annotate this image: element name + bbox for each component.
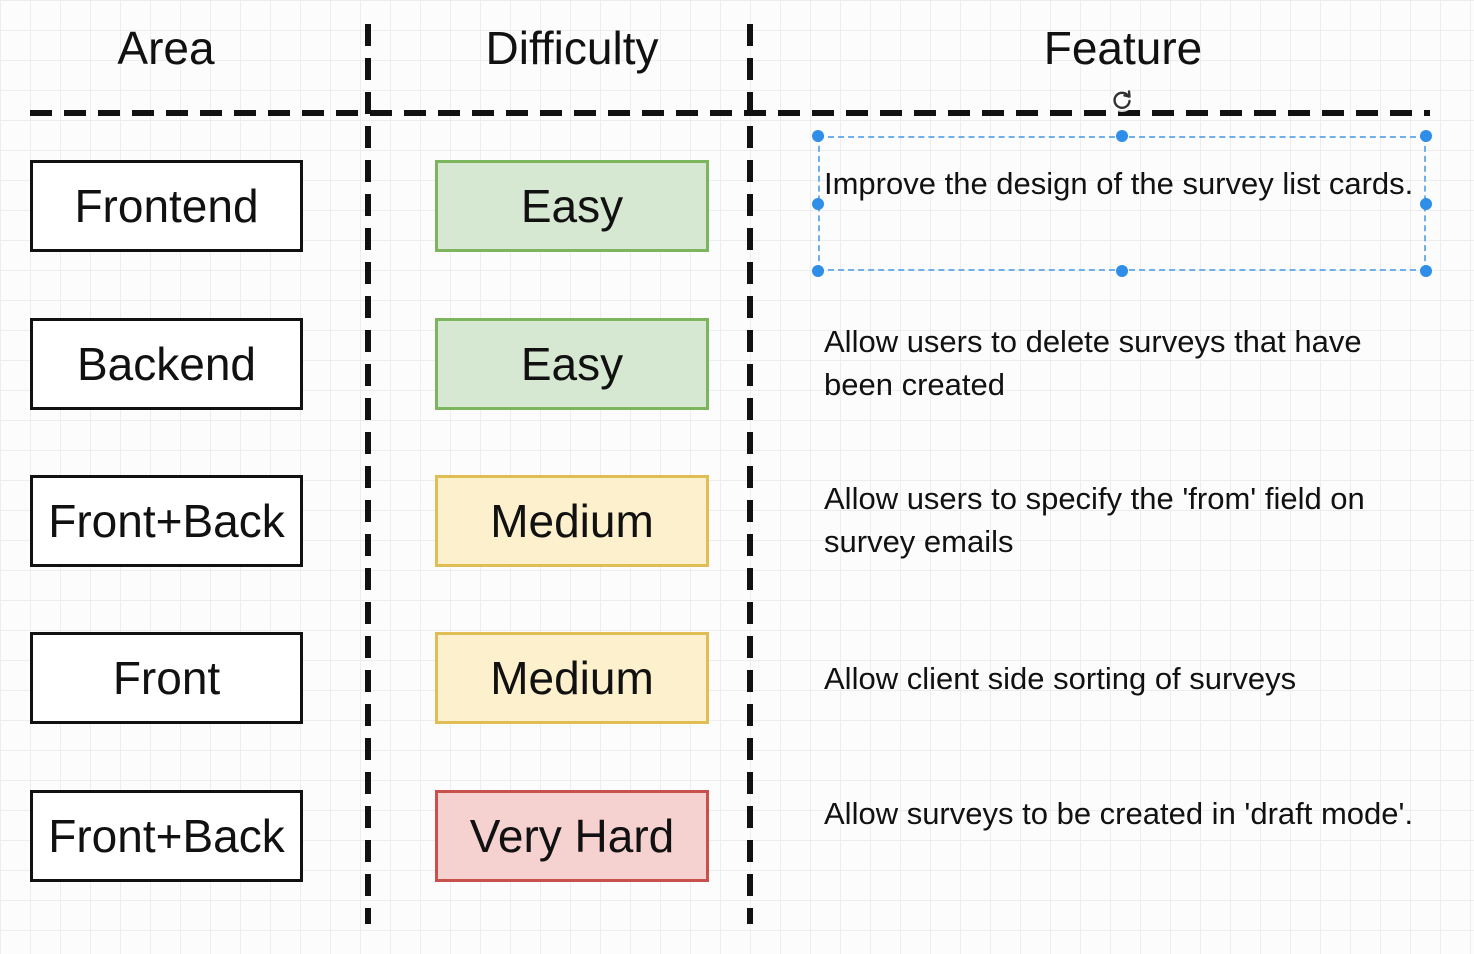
feature-text-row-2[interactable]: Allow users to delete surveys that have … bbox=[824, 324, 1362, 402]
area-box-row-3[interactable]: Front+Back bbox=[30, 475, 303, 567]
selection-frame bbox=[818, 136, 1426, 271]
difficulty-box-row-2[interactable]: Easy bbox=[435, 318, 709, 410]
header-difficulty[interactable]: Difficulty bbox=[485, 22, 659, 74]
resize-handle-right[interactable] bbox=[1420, 198, 1432, 210]
feature-text-row-1[interactable]: Improve the design of the survey list ca… bbox=[824, 166, 1414, 201]
difficulty-box-row-3[interactable]: Medium bbox=[435, 475, 709, 567]
column-divider-line-1[interactable] bbox=[365, 24, 371, 924]
difficulty-box-row-5[interactable]: Very Hard bbox=[435, 790, 709, 882]
resize-handle-top-right[interactable] bbox=[1420, 130, 1432, 142]
area-box-row-2[interactable]: Backend bbox=[30, 318, 303, 410]
resize-handle-bottom-right[interactable] bbox=[1420, 265, 1432, 277]
difficulty-box-row-1[interactable]: Easy bbox=[435, 160, 709, 252]
feature-text-row-5[interactable]: Allow surveys to be created in 'draft mo… bbox=[824, 796, 1414, 831]
resize-handle-bottom-left[interactable] bbox=[812, 265, 824, 277]
resize-handle-bottom[interactable] bbox=[1116, 265, 1128, 277]
feature-text-row-3[interactable]: Allow users to specify the 'from' field … bbox=[824, 481, 1365, 559]
resize-handle-top[interactable] bbox=[1116, 130, 1128, 142]
header-area[interactable]: Area bbox=[117, 22, 215, 74]
area-box-row-4[interactable]: Front bbox=[30, 632, 303, 724]
area-box-row-1[interactable]: Frontend bbox=[30, 160, 303, 252]
area-box-row-5[interactable]: Front+Back bbox=[30, 790, 303, 882]
header-divider-line[interactable] bbox=[30, 110, 1430, 116]
column-divider-line-2[interactable] bbox=[747, 24, 753, 924]
rotate-handle-icon[interactable] bbox=[1108, 86, 1136, 114]
resize-handle-top-left[interactable] bbox=[812, 130, 824, 142]
resize-handle-left[interactable] bbox=[812, 198, 824, 210]
difficulty-box-row-4[interactable]: Medium bbox=[435, 632, 709, 724]
feature-text-row-4[interactable]: Allow client side sorting of surveys bbox=[824, 661, 1297, 696]
header-feature[interactable]: Feature bbox=[1043, 22, 1203, 74]
